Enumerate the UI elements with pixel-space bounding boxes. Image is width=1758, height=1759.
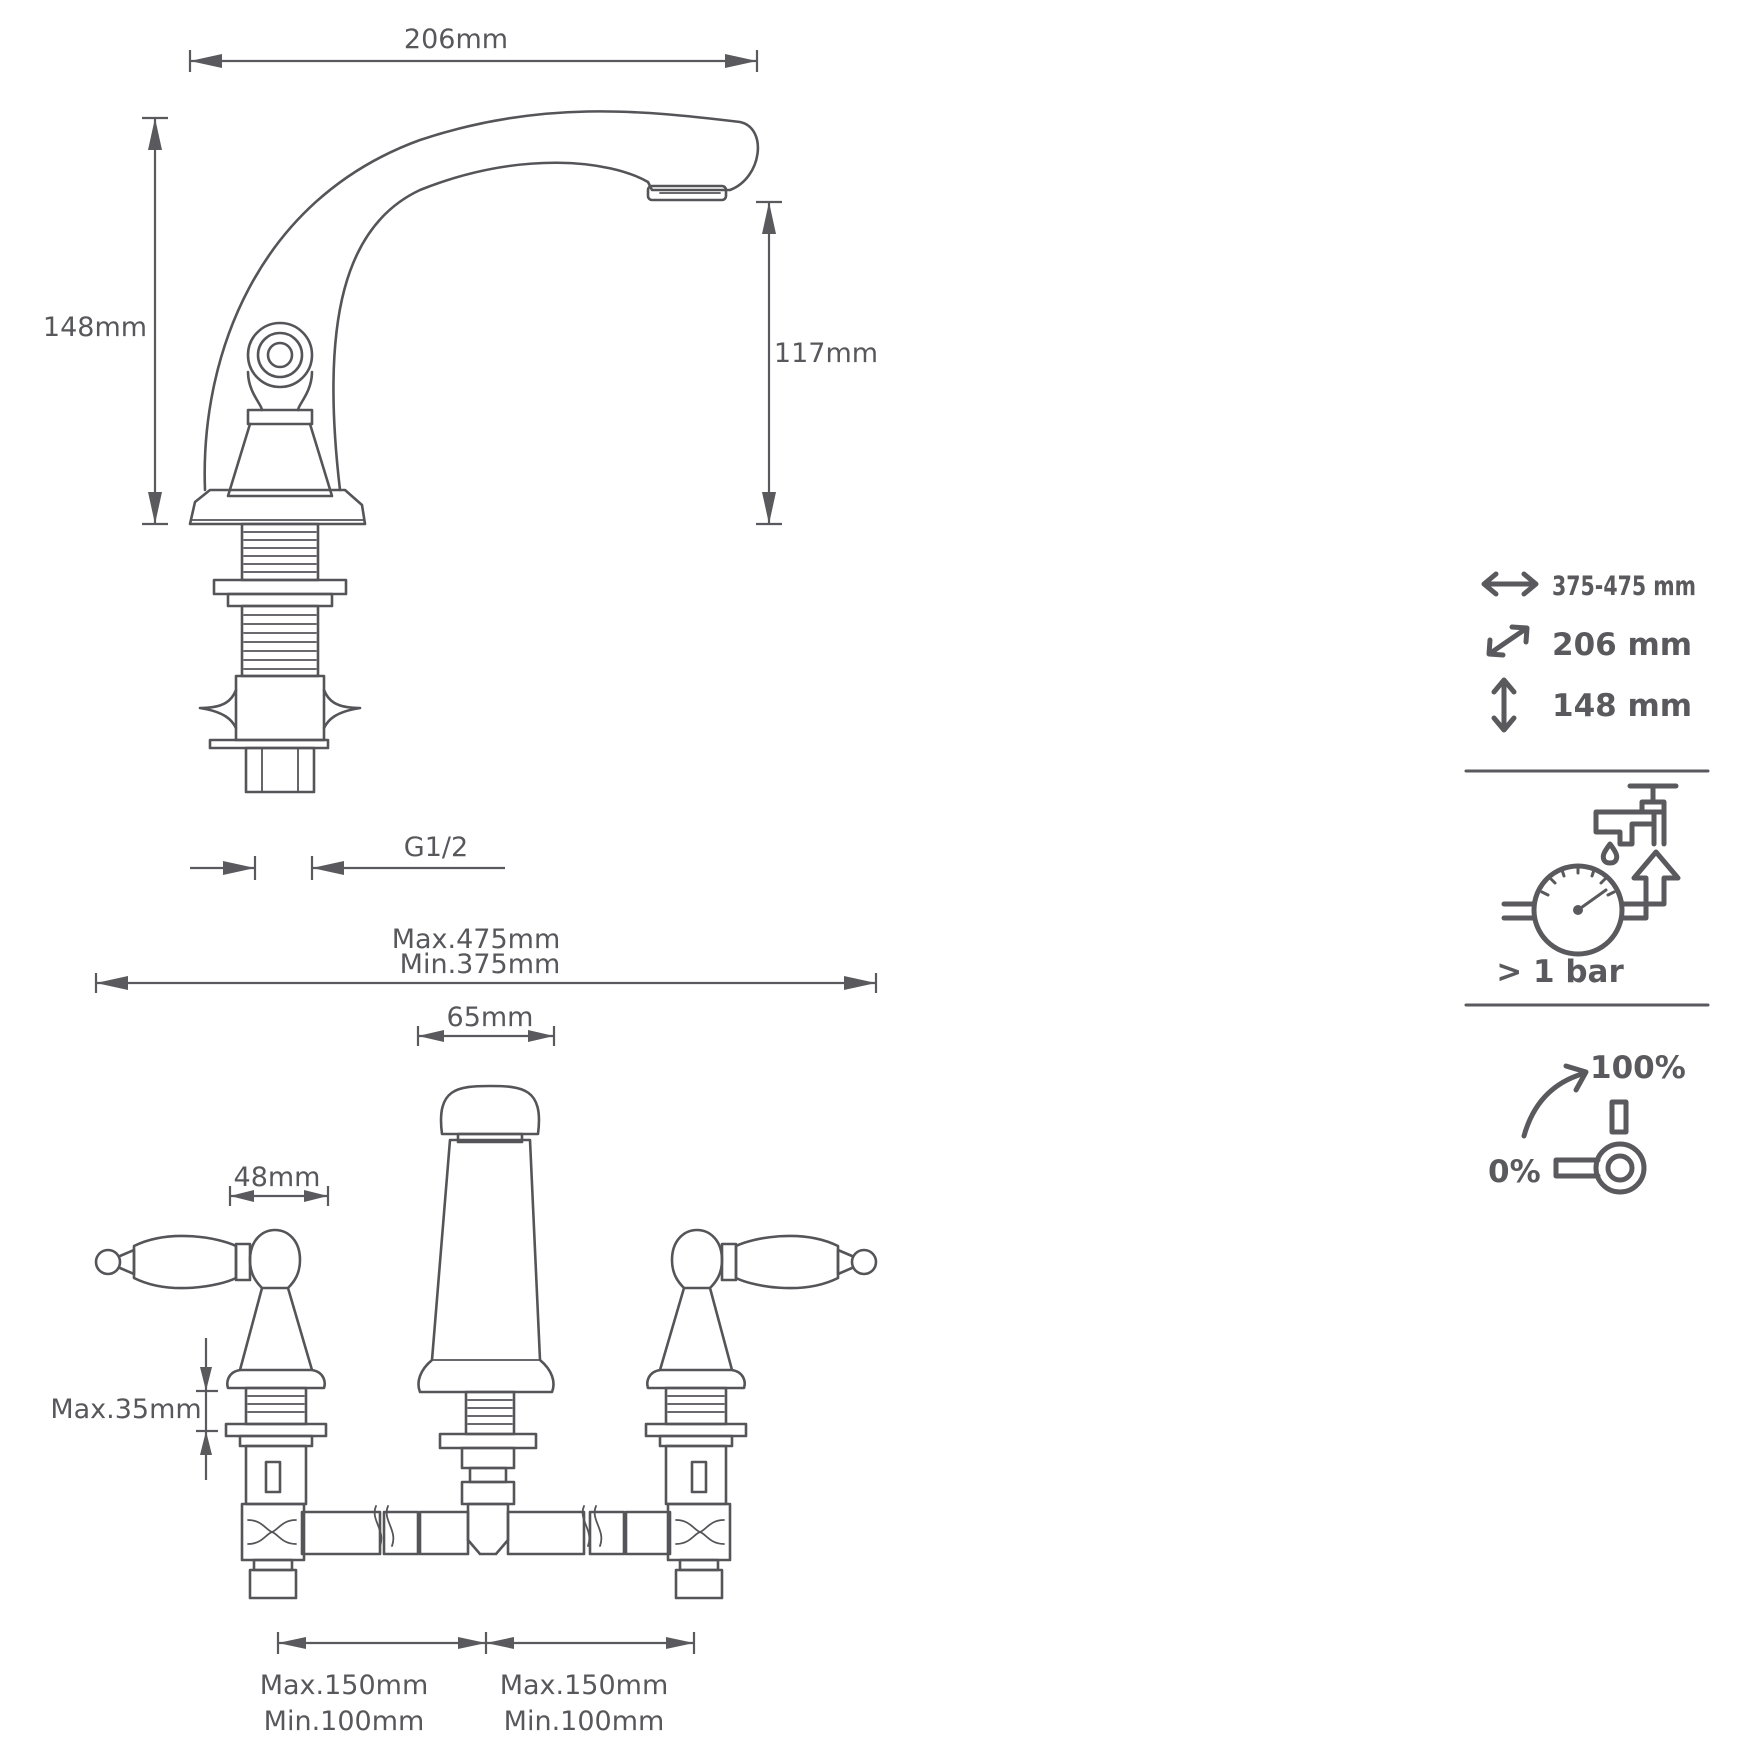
- diagonal-double-arrow-icon: [1486, 624, 1530, 658]
- total-span-dimension: Max.475mm Min.375mm: [94, 924, 878, 993]
- front-left-valve: [94, 1228, 328, 1600]
- reach-value: 206 mm: [1552, 627, 1692, 663]
- front-right-valve: [644, 1228, 878, 1600]
- deck-thickness-label: Max.35mm: [50, 1394, 201, 1425]
- height-dimension: 148mm: [43, 116, 168, 526]
- width-label: 206mm: [404, 24, 508, 55]
- spout-height-dimension: 117mm: [756, 200, 878, 526]
- height-value: 148 mm: [1552, 688, 1692, 724]
- thread-label: G1/2: [404, 832, 468, 863]
- flow-max-value: 100%: [1590, 1050, 1686, 1086]
- handle-width-label: 48mm: [234, 1162, 321, 1193]
- lever-flow-icon: [1521, 1063, 1647, 1195]
- deck-thickness-dimension: Max.35mm: [50, 1338, 218, 1480]
- side-shank: [198, 522, 362, 794]
- total-span-min-label: Min.375mm: [400, 949, 561, 980]
- spacing-dimensions: Max.150mm Min.100mm Max.150mm Min.100mm: [260, 1632, 696, 1737]
- width-dimension: 206mm: [188, 24, 759, 72]
- front-pipes: [300, 1505, 672, 1556]
- spec-panel: 375-475 mm 206 mm 148 mm: [1464, 571, 1710, 1195]
- spout-height-label: 117mm: [774, 338, 878, 369]
- side-tap-body: [188, 110, 760, 526]
- height-label: 148mm: [43, 312, 147, 343]
- thread-dimension: G1/2: [190, 832, 505, 880]
- left-spacing-max-label: Max.150mm: [260, 1670, 429, 1701]
- flow-min-value: 0%: [1488, 1154, 1541, 1190]
- right-spacing-max-label: Max.150mm: [500, 1670, 669, 1701]
- spread-value: 375-475 mm: [1552, 571, 1696, 602]
- horizontal-double-arrow-icon: [1481, 571, 1539, 597]
- left-spacing-min-label: Min.100mm: [264, 1706, 425, 1737]
- spout-width-label: 65mm: [447, 1002, 534, 1033]
- handle-width-dimension: 48mm: [228, 1162, 330, 1206]
- pressure-gauge-tap-icon: [1501, 783, 1681, 957]
- spout-width-dimension: 65mm: [416, 1002, 556, 1046]
- front-view: Max.475mm Min.375mm 65mm 48mm: [50, 924, 878, 1737]
- side-view: 206mm 148mm 117mm: [43, 24, 878, 880]
- pressure-value: > 1 bar: [1496, 954, 1624, 990]
- right-spacing-min-label: Min.100mm: [504, 1706, 665, 1737]
- total-span-max-label: Max.475mm: [392, 924, 561, 955]
- vertical-double-arrow-icon: [1491, 677, 1517, 733]
- front-spout: [417, 1084, 555, 1556]
